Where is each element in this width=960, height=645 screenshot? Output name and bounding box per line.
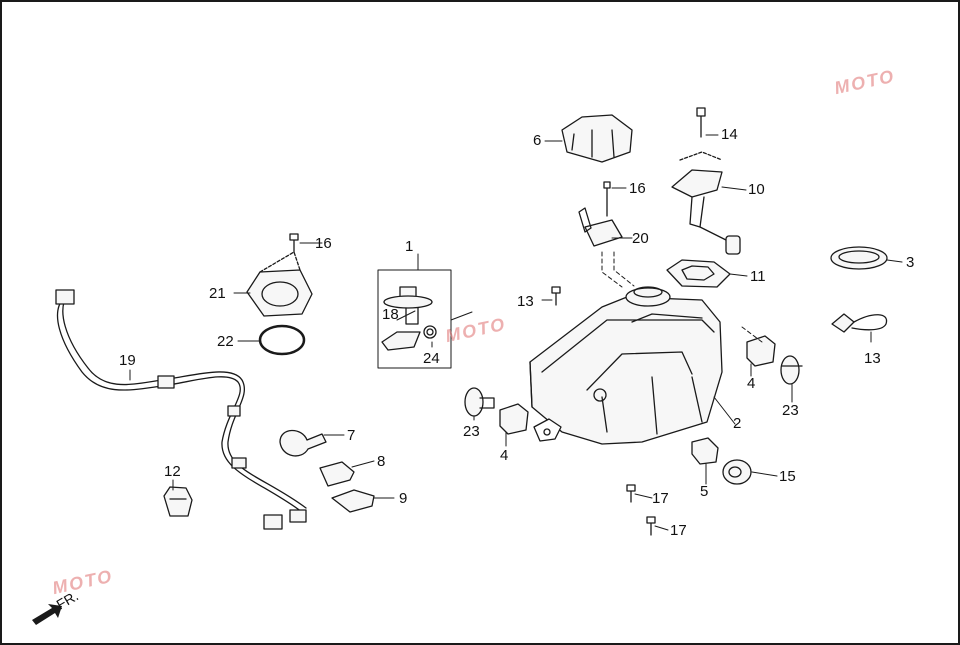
callout-9: 9	[399, 490, 408, 507]
callout-14: 14	[721, 126, 738, 143]
callout-22: 22	[217, 333, 234, 350]
callout-11: 11	[750, 268, 766, 285]
rubber-damper-part	[499, 335, 776, 435]
mount-bracket-part	[578, 181, 623, 247]
callout-8: 8	[377, 453, 386, 470]
callout-15: 15	[779, 468, 796, 485]
bolt-part	[551, 286, 656, 536]
pump-flange-part	[246, 233, 313, 317]
callout-4: 4	[500, 447, 509, 464]
fuel-tank-part	[529, 286, 723, 445]
fuel-pump-assembly-part	[377, 269, 452, 369]
collar-part	[464, 355, 803, 417]
callout-2: 2	[733, 415, 742, 432]
leader-lines	[129, 134, 903, 531]
callout-17: 17	[670, 522, 687, 539]
fuel-gauge-sender-part	[671, 107, 741, 255]
front-direction-arrow-icon	[32, 604, 62, 625]
sleeve-part	[163, 486, 193, 517]
callout-6: 6	[533, 132, 542, 149]
callout-12: 12	[164, 463, 181, 480]
callout-18: 18	[382, 306, 399, 323]
fuel-hose-part	[55, 289, 307, 530]
callout-7: 7	[347, 427, 356, 444]
callout-1: 1	[405, 238, 414, 255]
rubber-ring-part	[830, 246, 888, 270]
callout-13: 13	[517, 293, 534, 310]
gauge-gasket-part	[666, 259, 731, 288]
callout-24: 24	[423, 350, 440, 367]
fuel-cap-part	[561, 114, 633, 163]
callout-23: 23	[782, 402, 799, 419]
callout-16: 16	[315, 235, 332, 252]
callout-13: 13	[864, 350, 881, 367]
callout-4: 4	[747, 375, 756, 392]
callout-21: 21	[209, 285, 226, 302]
hose-clamp-part	[279, 429, 375, 513]
callout-19: 19	[119, 352, 136, 369]
grommet-part	[691, 437, 752, 485]
seal-ring-part	[258, 324, 306, 356]
cable-tie-part	[831, 313, 888, 333]
callout-17: 17	[652, 490, 669, 507]
callout-23: 23	[463, 423, 480, 440]
callout-10: 10	[748, 181, 765, 198]
callout-16: 16	[629, 180, 646, 197]
callout-5: 5	[700, 483, 709, 500]
callout-20: 20	[632, 230, 649, 247]
callout-3: 3	[906, 254, 915, 271]
